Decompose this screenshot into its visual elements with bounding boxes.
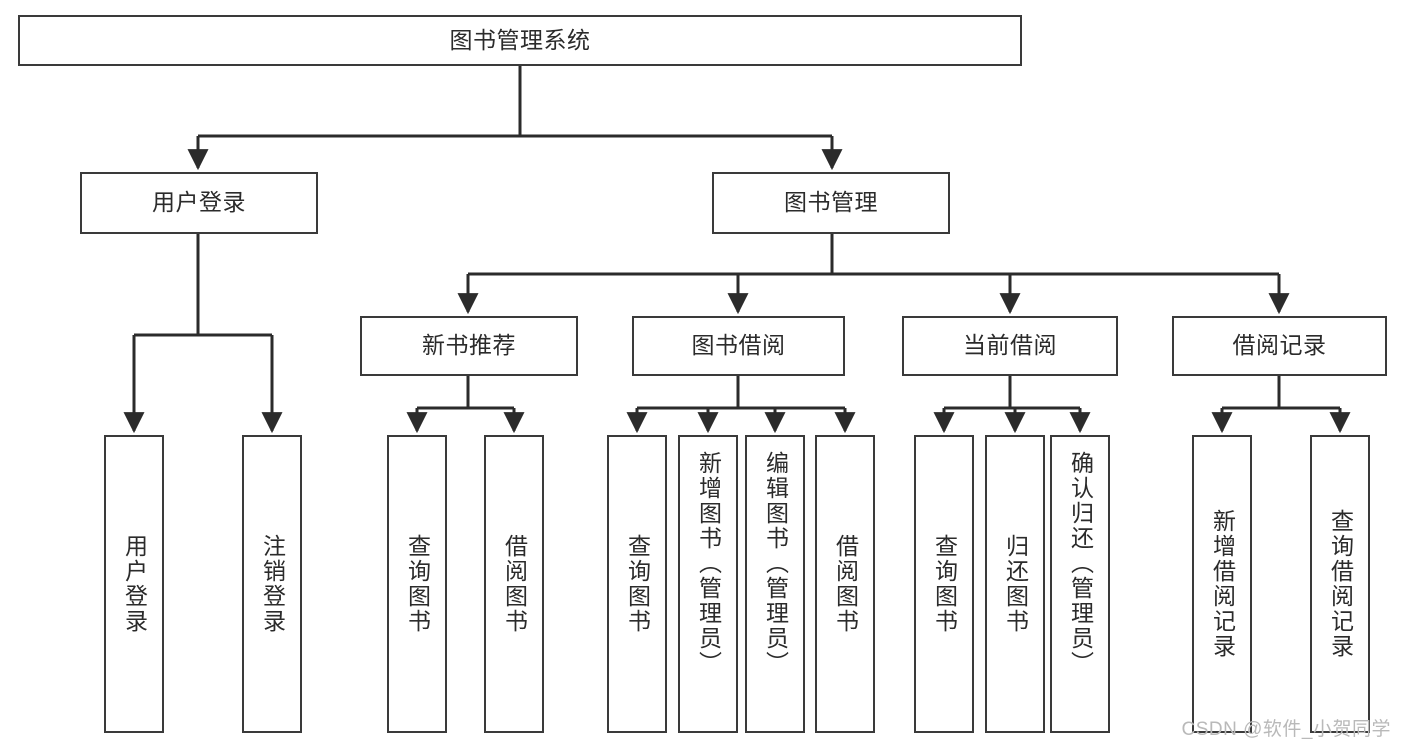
- node-leaf-return-book[interactable]: 归还图书: [985, 435, 1045, 733]
- watermark-text: CSDN @软件_小贺同学: [1181, 719, 1391, 740]
- node-leaf-query-book-2-label: 查询图书: [624, 534, 651, 634]
- node-leaf-edit-book[interactable]: 编辑图书（管理员）: [745, 435, 805, 733]
- node-leaf-logout[interactable]: 注销登录: [242, 435, 302, 733]
- node-leaf-user-login[interactable]: 用户登录: [104, 435, 164, 733]
- node-borrow-record-label: 借阅记录: [1232, 332, 1327, 359]
- node-book-borrow-label: 图书借阅: [691, 332, 786, 359]
- node-user-login-label: 用户登录: [152, 189, 246, 216]
- node-leaf-query-book-3[interactable]: 查询图书: [914, 435, 974, 733]
- node-root-label: 图书管理系统: [449, 26, 591, 53]
- node-leaf-query-record-label: 查询借阅记录: [1327, 509, 1354, 659]
- node-leaf-borrow-book-2-label: 借阅图书: [832, 534, 859, 634]
- node-book-manage[interactable]: 图书管理: [712, 172, 950, 234]
- node-borrow-record[interactable]: 借阅记录: [1172, 316, 1387, 376]
- node-book-manage-label: 图书管理: [784, 189, 878, 216]
- node-leaf-add-book[interactable]: 新增图书（管理员）: [678, 435, 738, 733]
- node-root[interactable]: 图书管理系统: [18, 15, 1022, 66]
- node-leaf-borrow-book-2[interactable]: 借阅图书: [815, 435, 875, 733]
- node-leaf-edit-book-label: 编辑图书（管理员）: [762, 451, 789, 676]
- node-leaf-confirm-return[interactable]: 确认归还（管理员）: [1050, 435, 1110, 733]
- node-leaf-add-record[interactable]: 新增借阅记录: [1192, 435, 1252, 733]
- node-current-borrow-label: 当前借阅: [963, 332, 1057, 359]
- node-leaf-query-book-1[interactable]: 查询图书: [387, 435, 447, 733]
- node-leaf-borrow-book-1[interactable]: 借阅图书: [484, 435, 544, 733]
- node-user-login[interactable]: 用户登录: [80, 172, 318, 234]
- node-leaf-borrow-book-1-label: 借阅图书: [501, 534, 528, 634]
- node-leaf-add-book-label: 新增图书（管理员）: [695, 451, 722, 676]
- node-leaf-add-record-label: 新增借阅记录: [1209, 509, 1236, 659]
- node-leaf-query-record[interactable]: 查询借阅记录: [1310, 435, 1370, 733]
- node-current-borrow[interactable]: 当前借阅: [902, 316, 1118, 376]
- node-new-book-recommend-label: 新书推荐: [422, 332, 516, 359]
- node-leaf-query-book-2[interactable]: 查询图书: [607, 435, 667, 733]
- node-leaf-return-book-label: 归还图书: [1002, 534, 1029, 634]
- node-leaf-query-book-1-label: 查询图书: [404, 534, 431, 634]
- node-book-borrow[interactable]: 图书借阅: [632, 316, 845, 376]
- node-leaf-logout-label: 注销登录: [259, 534, 286, 634]
- node-leaf-user-login-label: 用户登录: [121, 534, 148, 634]
- node-leaf-query-book-3-label: 查询图书: [931, 534, 958, 634]
- node-leaf-confirm-return-label: 确认归还（管理员）: [1067, 451, 1094, 676]
- node-new-book-recommend[interactable]: 新书推荐: [360, 316, 578, 376]
